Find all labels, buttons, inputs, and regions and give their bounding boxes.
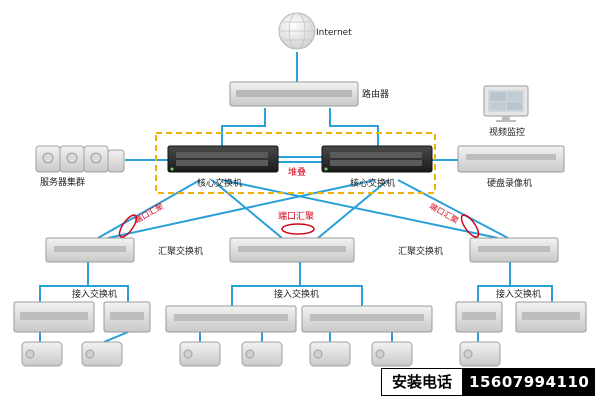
links [39,52,553,343]
camera-1-icon [21,341,63,367]
stack-label: 堆叠 [288,168,307,178]
camera-6-icon [371,341,413,367]
camera-7-icon [459,341,501,367]
camera-5-icon [309,341,351,367]
core-switch-left-label: 核心交换机 [197,179,243,189]
link-coreL-aggM [211,179,283,239]
access-switch-1-icon [13,301,95,333]
internet-label: Internet [316,28,352,38]
hotline-label: 安装电话 [381,368,464,396]
access-switch-2-icon [103,301,151,333]
link-router-core-left [221,108,266,146]
video-monitor-icon [483,85,529,122]
link-coreR-aggM [317,179,389,239]
link-aggM-access-2 [300,285,363,306]
cameras [21,341,501,367]
link-coreR-aggL [107,179,376,239]
agg-switch-right-label: 汇聚交换机 [398,247,444,257]
link-aggL-access-2 [88,285,129,302]
core-switch-left-icon [167,145,279,173]
camera-4-icon [241,341,283,367]
link-aggM-access [231,262,301,306]
camera-2-icon [81,341,123,367]
server-cluster-icon [35,145,125,173]
camera-3-icon [179,341,221,367]
access-switch-4-icon [301,305,433,333]
router-icon [229,81,359,107]
link-aggR-access-2 [510,285,553,302]
hotline-number: 15607994110 [463,368,596,396]
access-switch-3-icon [165,305,297,333]
link-aggL-access [39,262,89,302]
link-coreL-aggL [97,179,201,239]
port-agg-middle-ellipse [281,223,315,235]
video-monitor-label: 视频监控 [489,128,526,138]
port-agg-left-ellipse [118,214,138,238]
nvr-icon [457,145,565,173]
agg-switch-left-icon [45,237,135,263]
access-switch-6-icon [515,301,587,333]
router-label: 路由器 [362,90,390,100]
link-access-cam-2 [103,331,129,343]
port-agg-right-ellipse [460,214,480,238]
link-router-core-right [329,108,379,146]
server-cluster-label: 服务器集群 [40,178,86,188]
install-hotline-banner: 安装电话 15607994110 [381,368,596,396]
nvr-label: 硬盘录像机 [487,179,533,189]
core-switch-right-icon [321,145,433,173]
access-switch-middle-label: 接入交换机 [274,290,320,300]
access-switch-left-label: 接入交换机 [72,290,118,300]
link-aggR-access [477,262,511,302]
link-coreR-aggR [397,179,509,239]
access-switch-5-icon [455,301,503,333]
access-switch-right-label: 接入交换机 [496,290,542,300]
core-switch-right-label: 核心交换机 [350,179,396,189]
agg-switch-right-icon [469,237,559,263]
internet-globe-icon [278,12,316,50]
agg-switch-left-label: 汇聚交换机 [158,247,204,257]
agg-switch-middle-icon [229,237,355,263]
link-coreL-aggR [221,179,499,239]
port-agg-middle-label: 端口汇聚 [278,212,315,222]
